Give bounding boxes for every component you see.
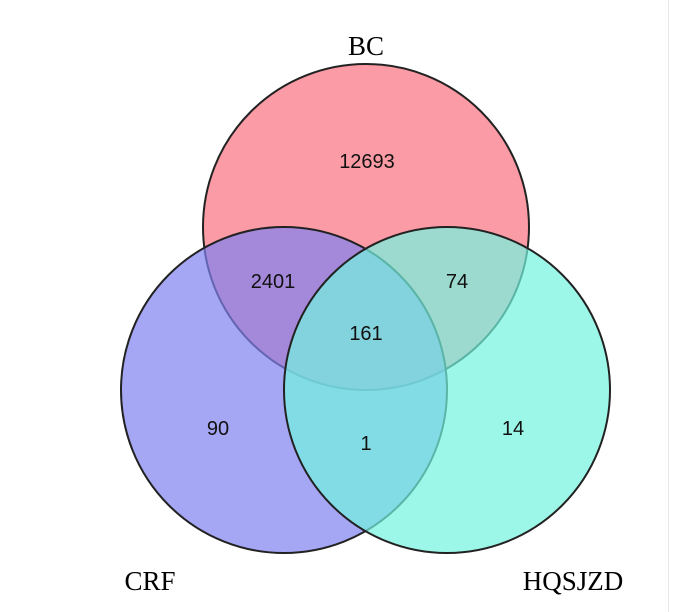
right-border-line <box>668 0 669 612</box>
region-bc-hqsjzd: 74 <box>446 271 468 293</box>
region-bc-only: 12693 <box>339 151 395 173</box>
set-circle-hqsjzd <box>283 226 611 554</box>
region-bc-crf: 2401 <box>251 271 296 293</box>
region-all-three: 161 <box>349 323 382 345</box>
region-crf-hqsjzd: 1 <box>360 433 371 455</box>
set-label-bc: BC <box>348 31 384 61</box>
set-label-crf: CRF <box>124 566 175 596</box>
region-crf-only: 90 <box>207 418 229 440</box>
set-label-hqsjzd: HQSJZD <box>523 566 624 596</box>
region-hqsjzd-only: 14 <box>502 418 524 440</box>
